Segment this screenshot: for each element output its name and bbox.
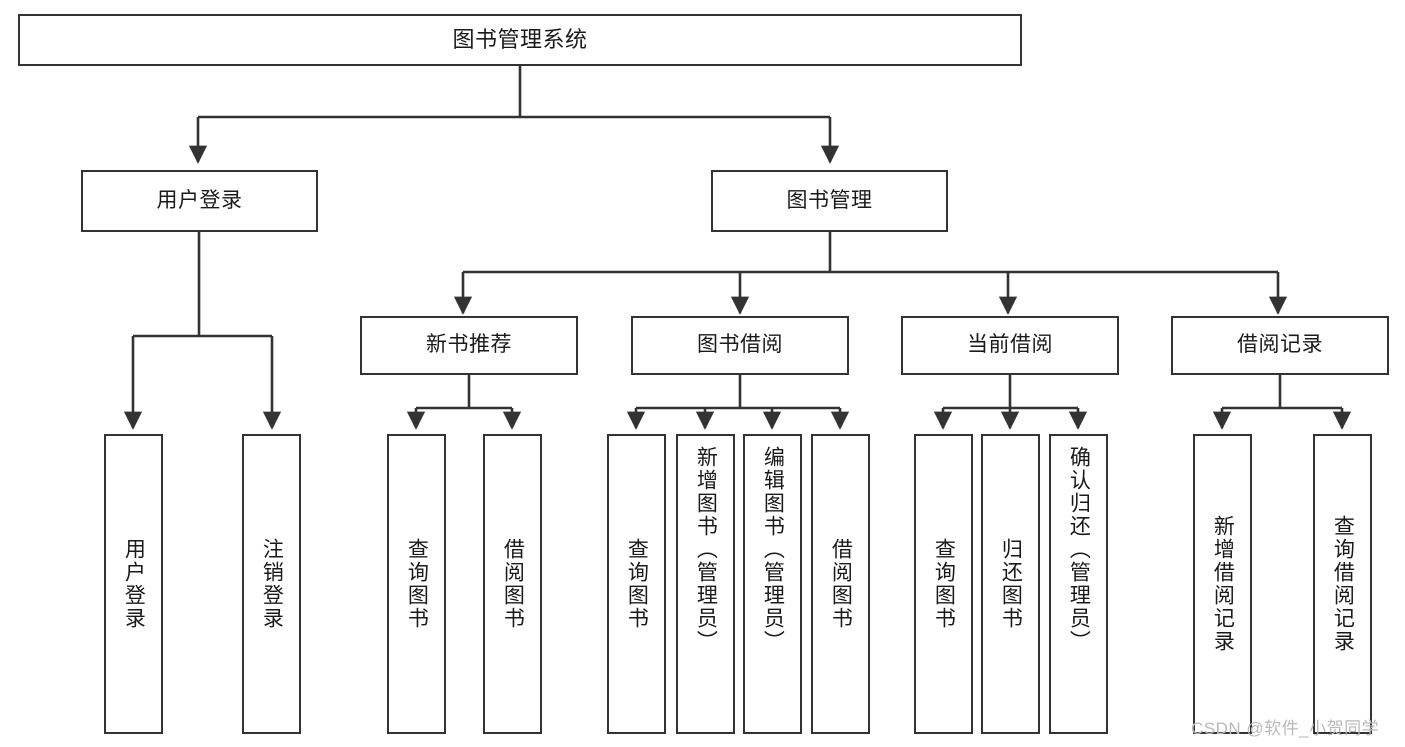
leaf-user-login-logout[interactable]: 注销登录 xyxy=(242,434,301,734)
leaf-label: 确认归还（管理员） xyxy=(1067,446,1091,653)
node-book-borrow[interactable]: 图书借阅 xyxy=(631,316,849,375)
leaf-current-borrow-return-book[interactable]: 归还图书 xyxy=(981,434,1040,734)
leaf-user-login-login[interactable]: 用户登录 xyxy=(104,434,163,734)
leaf-label: 注销登录 xyxy=(260,538,284,630)
csdn-watermark: CSDN @软件_小贺同学 xyxy=(1191,719,1380,738)
leaf-book-borrow-borrow-book[interactable]: 借阅图书 xyxy=(811,434,870,734)
leaf-new-book-borrow-book[interactable]: 借阅图书 xyxy=(483,434,542,734)
node-label: 用户登录 xyxy=(156,188,243,212)
node-current-borrow[interactable]: 当前借阅 xyxy=(901,316,1119,375)
leaf-label: 查询图书 xyxy=(932,538,956,630)
node-label: 图书管理 xyxy=(786,188,873,212)
node-label: 图书管理系统 xyxy=(452,27,588,53)
leaf-label: 借阅图书 xyxy=(829,538,853,630)
node-label: 当前借阅 xyxy=(967,333,1053,357)
leaf-book-borrow-add-book-admin[interactable]: 新增图书（管理员） xyxy=(676,434,735,734)
leaf-label: 用户登录 xyxy=(122,538,146,630)
leaf-new-book-query-book[interactable]: 查询图书 xyxy=(387,434,446,734)
node-root-book-management-system[interactable]: 图书管理系统 xyxy=(18,14,1022,66)
leaf-label: 新增借阅记录 xyxy=(1211,515,1235,653)
node-label: 新书推荐 xyxy=(426,333,512,357)
leaf-borrow-record-query-record[interactable]: 查询借阅记录 xyxy=(1313,434,1372,734)
leaf-current-borrow-confirm-return-admin[interactable]: 确认归还（管理员） xyxy=(1049,434,1108,734)
leaf-label: 借阅图书 xyxy=(501,538,525,630)
leaf-current-borrow-query-book[interactable]: 查询图书 xyxy=(914,434,973,734)
node-user-login[interactable]: 用户登录 xyxy=(81,170,318,232)
leaf-label: 查询图书 xyxy=(625,538,649,630)
leaf-book-borrow-query-book[interactable]: 查询图书 xyxy=(607,434,666,734)
leaf-label: 查询图书 xyxy=(405,538,429,630)
node-label: 图书借阅 xyxy=(697,333,783,357)
leaf-borrow-record-add-record[interactable]: 新增借阅记录 xyxy=(1193,434,1252,734)
leaf-label: 新增图书（管理员） xyxy=(694,446,718,653)
leaf-label: 编辑图书（管理员） xyxy=(761,446,785,653)
leaf-label: 归还图书 xyxy=(999,538,1023,630)
node-book-management[interactable]: 图书管理 xyxy=(711,170,948,232)
node-borrow-record[interactable]: 借阅记录 xyxy=(1171,316,1389,375)
node-new-book-recommend[interactable]: 新书推荐 xyxy=(360,316,578,375)
leaf-book-borrow-edit-book-admin[interactable]: 编辑图书（管理员） xyxy=(743,434,802,734)
leaf-label: 查询借阅记录 xyxy=(1331,515,1355,653)
node-label: 借阅记录 xyxy=(1237,333,1323,357)
